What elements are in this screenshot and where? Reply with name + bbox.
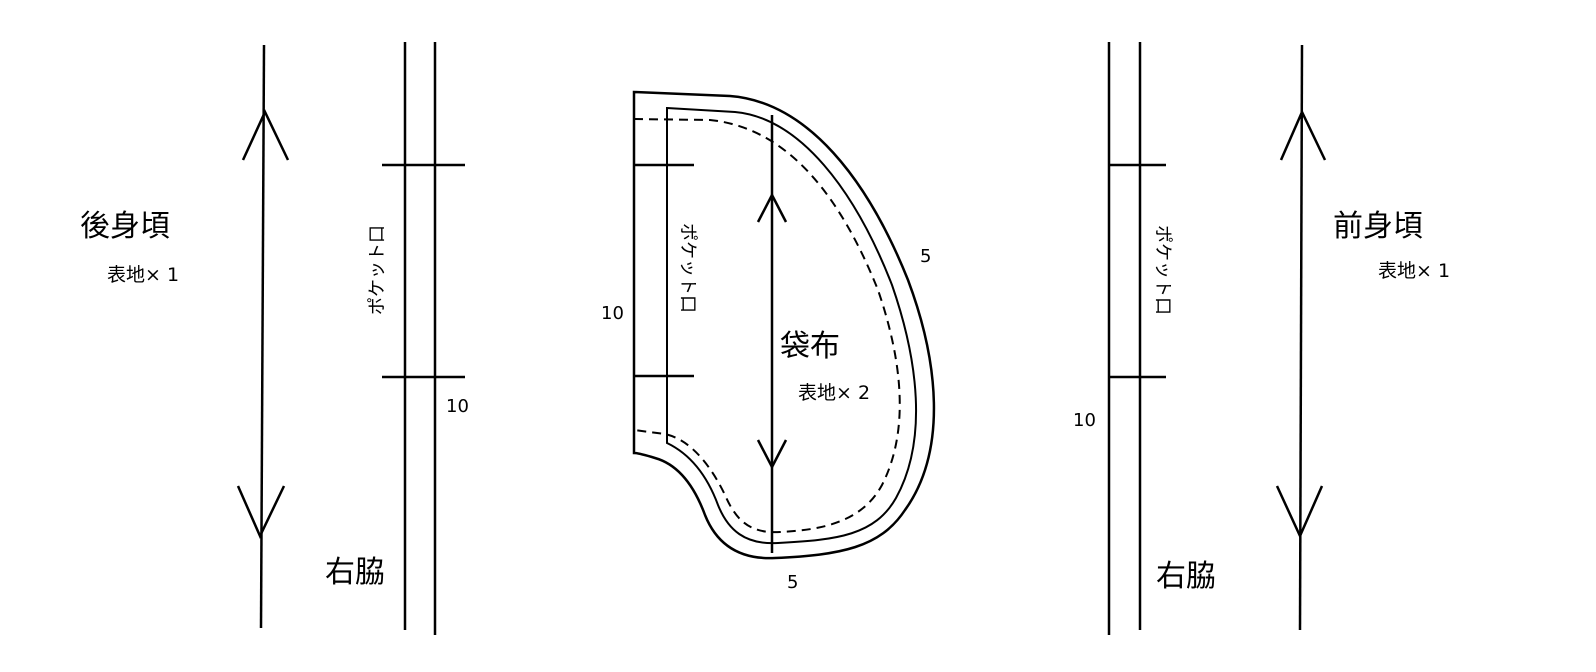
back-measure: 10: [446, 396, 469, 417]
bag-note: 表地× 2: [798, 382, 870, 404]
front-body-piece: 前身頃 表地× 1 右脇 10 ポケット口: [1073, 42, 1450, 635]
bag-title: 袋布: [780, 329, 840, 364]
front-grain-arrowhead-up: [1279, 108, 1327, 161]
bag-stitch-line: [633, 118, 901, 534]
back-body-title: 後身頃: [80, 209, 170, 244]
bag-measure-left: 10: [601, 303, 624, 324]
back-grain-arrowhead-up: [241, 109, 290, 161]
bag-finished-line: [666, 106, 918, 545]
bag-cut-line: [632, 90, 936, 560]
bag-measure-right: 5: [920, 246, 931, 267]
bag-measure-bottom: 5: [787, 572, 798, 593]
bag-grain-arrowhead-down: [756, 439, 788, 470]
front-pocket-label: ポケット口: [1152, 225, 1173, 315]
front-grainline: [1298, 44, 1304, 631]
back-grain-arrowhead-down: [236, 485, 286, 539]
bag-grain-arrowhead-up: [756, 192, 788, 223]
back-body-piece: 後身頃 表地× 1 右脇 10 ポケット口: [80, 42, 469, 635]
pocket-bag-piece: 袋布 表地× 2 10 5 5 ポケット口: [601, 90, 936, 593]
front-side-label: 右脇: [1156, 559, 1216, 594]
back-side-label: 右脇: [325, 555, 385, 590]
front-measure: 10: [1073, 410, 1096, 431]
front-grain-arrowhead-down: [1275, 485, 1324, 540]
back-grainline: [259, 44, 266, 629]
back-body-note: 表地× 1: [107, 264, 179, 286]
back-pocket-label: ポケット口: [367, 225, 388, 315]
front-body-note: 表地× 1: [1378, 260, 1450, 282]
front-body-title: 前身頃: [1333, 209, 1423, 244]
bag-pocket-label: ポケット口: [677, 223, 698, 313]
